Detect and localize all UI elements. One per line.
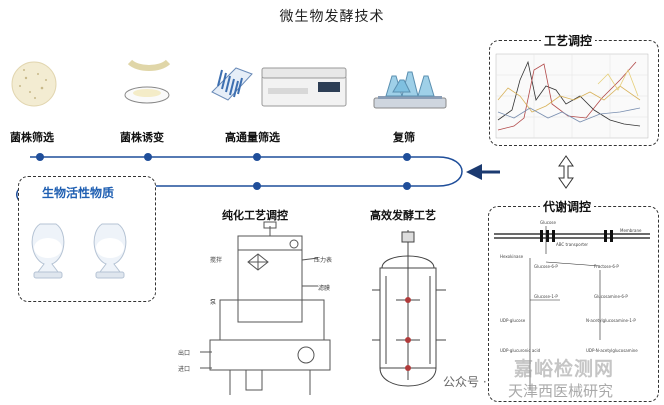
purif-label-4: 滤膜 [318, 284, 330, 292]
label-gln6p: Glucosamine-6-P [594, 294, 628, 299]
purif-label-2: 压力表 [314, 256, 332, 264]
metabolic-control-title: 代谢调控 [540, 198, 595, 215]
step-label-strain-screening: 菌株筛选 [10, 131, 54, 144]
double-arrow-icon [558, 155, 574, 189]
purif-label-1: 搅拌 [210, 256, 222, 264]
purif-label-5: 出口 [178, 349, 190, 357]
metabolic-control-panel [488, 206, 659, 402]
process-control-title: 工艺调控 [541, 32, 596, 49]
label-nag1p: N-acetylglucosamine-1-P [586, 318, 636, 323]
label-membrane: Membrane [620, 228, 642, 233]
step-label-high-throughput: 高通量筛选 [225, 131, 280, 144]
step-label-strain-mutation: 菌株诱变 [120, 131, 164, 144]
label-udp-glcua: UDP-glucuronic acid [500, 348, 541, 353]
label-udp-glcnac: UDP-N-acetylglucosamine [586, 348, 638, 353]
arrow-head [466, 164, 482, 180]
timeline-dot-5 [403, 182, 411, 190]
bioactive-panel-title: 生物活性物质 [42, 186, 115, 200]
timeline-dot-2 [144, 153, 152, 161]
timeline-dot-1 [36, 153, 44, 161]
label-abc: ABC transporter [556, 242, 588, 247]
label-f6p: Fructose-6-P [594, 264, 619, 269]
step-label-purification: 纯化工艺调控 [222, 209, 288, 222]
label-glucose: Glucose [540, 220, 556, 225]
timeline-dot-4 [403, 153, 411, 161]
label-g1p: Glucose-1-P [534, 294, 558, 299]
timeline-dot-3 [253, 153, 261, 161]
timeline-curve [437, 156, 463, 187]
purif-label-3: 泵 [210, 299, 216, 306]
watermark-brand: 嘉峪检测网 [514, 358, 615, 380]
watermark-wechat: 公众号 · [443, 375, 487, 389]
purif-label-6: 进口 [178, 365, 190, 373]
watermark-name: 天津西医械研究 [508, 382, 614, 400]
step-label-rescreening: 复筛 [393, 131, 415, 144]
label-hexokinase: Hexokinase [500, 254, 524, 259]
timeline-dot-6 [253, 182, 261, 190]
label-udp-glc: UDP-glucose [500, 318, 526, 323]
page-title: 微生物发酵技术 [279, 9, 385, 25]
label-g6p: Glucose-6-P [534, 264, 558, 269]
step-label-fermentation: 高效发酵工艺 [370, 209, 436, 222]
